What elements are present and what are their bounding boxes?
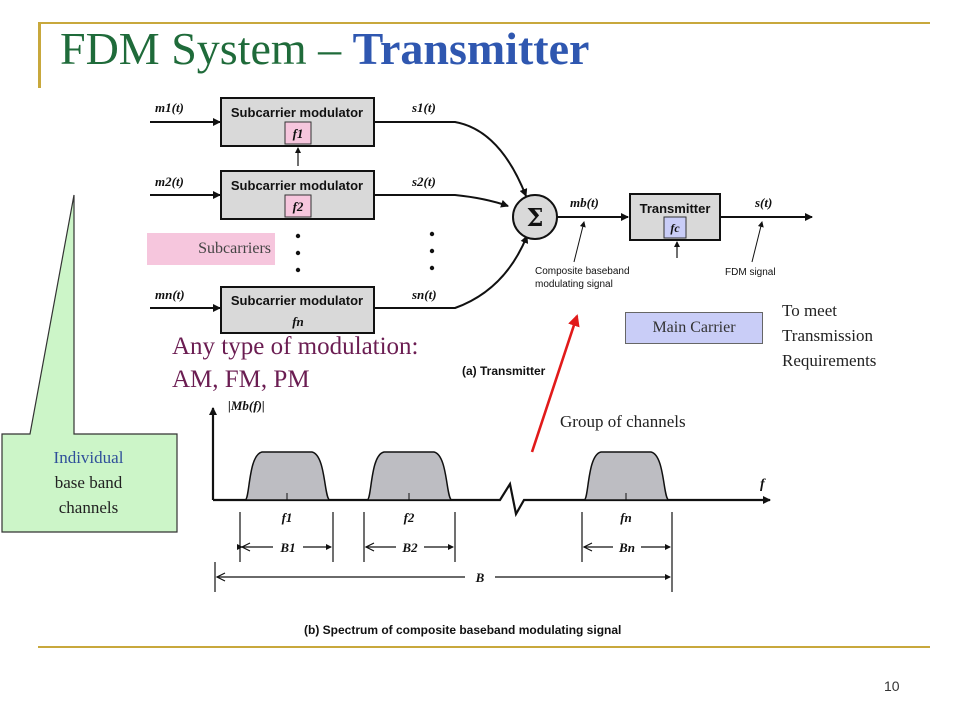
meet-line1: To meet bbox=[782, 301, 837, 320]
output-signal-label: s(t) bbox=[754, 195, 772, 210]
input-label-n: mn(t) bbox=[155, 287, 185, 302]
composite-signal-label: mb(t) bbox=[570, 195, 599, 210]
group-of-channels-arrow bbox=[530, 314, 580, 453]
transmission-requirements-note: To meet Transmission Requirements bbox=[782, 298, 876, 373]
band-1 bbox=[244, 451, 331, 501]
input-label-2: m2(t) bbox=[155, 174, 184, 189]
composite-note-line1: Composite baseband bbox=[535, 266, 630, 277]
modulator-label-2: Subcarrier modulator bbox=[231, 178, 363, 193]
subcarrier-freq-box-2 bbox=[284, 194, 312, 218]
carrier-freq-label: fc bbox=[670, 221, 680, 235]
spectrum-x-label: f bbox=[760, 477, 766, 492]
composite-note-line2: modulating signal bbox=[535, 279, 613, 290]
band-n bbox=[583, 451, 670, 501]
transmitter-label: Transmitter bbox=[640, 201, 711, 216]
spectrum-x-axis bbox=[213, 481, 771, 518]
individual-line2: base band bbox=[54, 473, 123, 492]
title-accent: Transmitter bbox=[352, 23, 590, 74]
subcarrier-modulator-n bbox=[220, 286, 375, 334]
fdm-note-arrow bbox=[751, 221, 764, 263]
individual-line3: channels bbox=[58, 498, 119, 517]
transmitter-caption: (a) Transmitter bbox=[462, 364, 546, 378]
spectrum-diagram: |Mb(f)| f f1 f2 fn bbox=[209, 398, 771, 637]
subcarrier-freq-1: f1 bbox=[293, 126, 304, 141]
bandwidth-label-1: B1 bbox=[279, 540, 295, 555]
group-of-channels-label: Group of channels bbox=[560, 412, 686, 431]
subcarriers-label: Subcarriers bbox=[147, 233, 275, 265]
modulator-label-n: Subcarrier modulator bbox=[231, 293, 363, 308]
bandwidth-label-2: B2 bbox=[401, 540, 418, 555]
carrier-freq-box bbox=[663, 216, 687, 239]
modulation-note: Any type of modulation: AM, FM, PM bbox=[172, 330, 419, 396]
fdm-note: FDM signal bbox=[725, 267, 776, 278]
page-number: 10 bbox=[884, 678, 900, 694]
footer-rule bbox=[38, 646, 930, 648]
sum-symbol: Σ bbox=[527, 203, 544, 232]
title-main: FDM System – bbox=[60, 23, 353, 74]
spectrum-caption: (b) Spectrum of composite baseband modul… bbox=[304, 623, 621, 637]
ellipsis-dots bbox=[295, 231, 435, 273]
individual-channels-callout bbox=[1, 194, 178, 533]
modulation-line2: AM, FM, PM bbox=[172, 366, 310, 393]
subcarrier-freq-n: fn bbox=[292, 314, 304, 329]
individual-channels-text: Individual base band channels bbox=[16, 445, 161, 520]
output-label-n: sn(t) bbox=[411, 287, 437, 302]
output-line-1 bbox=[374, 121, 528, 197]
input-label-1: m1(t) bbox=[155, 100, 184, 115]
slide-title: FDM System – Transmitter bbox=[60, 22, 589, 75]
meet-line3: Requirements bbox=[782, 351, 877, 370]
composite-note-arrow bbox=[573, 221, 586, 263]
band-2 bbox=[366, 451, 453, 501]
modulator-label-1: Subcarrier modulator bbox=[231, 105, 363, 120]
title-rule-vertical bbox=[38, 22, 41, 88]
subcarrier-freq-2: f2 bbox=[293, 199, 304, 214]
output-label-1: s1(t) bbox=[411, 100, 436, 115]
center-freq-1: f1 bbox=[282, 510, 293, 525]
individual-line1: Individual bbox=[53, 448, 124, 467]
subcarrier-freq-box-1 bbox=[284, 121, 312, 145]
title-rule-top bbox=[38, 22, 930, 24]
bandwidth-label-n: Bn bbox=[618, 540, 635, 555]
transmitter-block-diagram: m1(t) m2(t) mn(t) bbox=[150, 100, 221, 312]
output-line-n bbox=[374, 235, 529, 309]
modulation-line1: Any type of modulation: bbox=[172, 333, 419, 360]
center-freq-n: fn bbox=[620, 510, 632, 525]
main-carrier-label: Main Carrier bbox=[625, 312, 763, 344]
output-label-2: s2(t) bbox=[411, 174, 436, 189]
total-bandwidth-label: B bbox=[475, 570, 485, 585]
output-line-2 bbox=[374, 194, 509, 208]
meet-line2: Transmission bbox=[782, 326, 874, 345]
center-freq-2: f2 bbox=[404, 510, 415, 525]
spectrum-y-label: |Mb(f)| bbox=[228, 398, 265, 413]
